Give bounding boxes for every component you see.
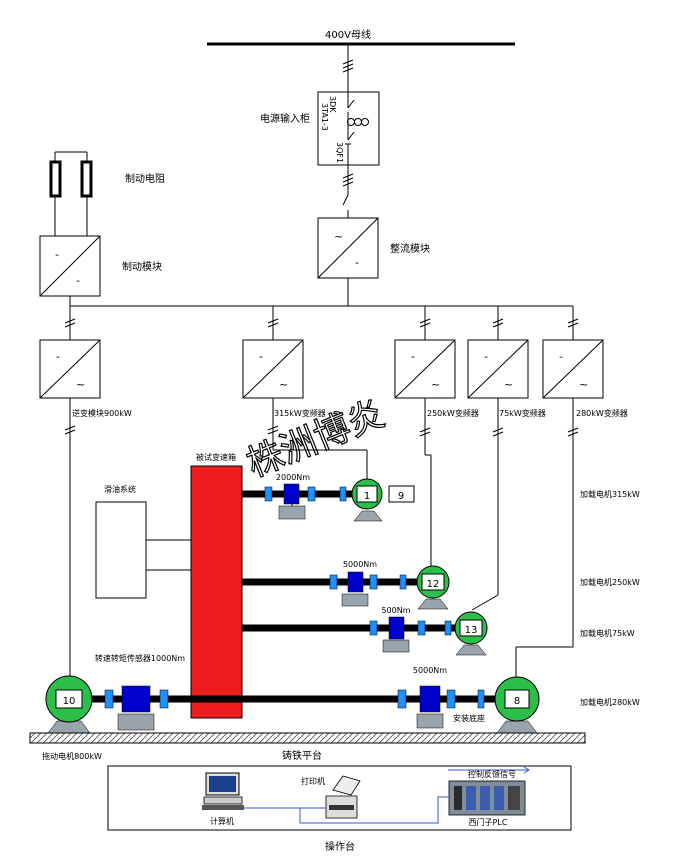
load-label-75kw: 加载电机75kW: [580, 628, 635, 638]
plc-icon: [448, 780, 526, 816]
watermark: 株洲博炎: [241, 393, 390, 485]
inverter-label-315kw: 315kW变频器: [274, 408, 326, 418]
motor-number-10: 10: [63, 696, 76, 707]
console-wiring: [244, 766, 530, 824]
inverter-label-280kw: 280kW变频器: [576, 408, 628, 418]
inverter-label-900kw: 逆变模块900kW: [72, 408, 132, 418]
load-motor-8: 8: [494, 676, 540, 734]
inverter-280kw: -~: [542, 339, 604, 399]
load-motor-13: 13: [454, 611, 488, 656]
svg-text:-: -: [56, 350, 60, 363]
cabinet-code-3: 3QF1: [335, 142, 344, 163]
brake-resistor-label: 制动电阻: [125, 172, 165, 185]
inverter-label-250kw: 250kW变频器: [427, 408, 479, 418]
plc-label: 西门子PLC: [469, 817, 508, 827]
oil-system-label: 滑油系统: [104, 484, 136, 494]
feedback-label: 控制反馈信号: [468, 769, 516, 779]
mount-label: 安装底座: [453, 713, 485, 723]
shaft-line-1: [242, 483, 355, 520]
bus-label: 400V母线: [325, 28, 371, 41]
brake-module: - -: [39, 235, 101, 297]
motor-number-12: 12: [427, 579, 440, 590]
drive-sensor-label: 转速转矩传感器1000Nm: [95, 653, 185, 663]
brake-resistor: [49, 151, 93, 236]
shaft-line-3: [242, 616, 460, 653]
drive-motor-label: 拖动电机800kW: [42, 751, 102, 761]
cabinet-code-2: 3TA1-3: [320, 103, 329, 131]
load-motor-12: 12: [416, 565, 450, 610]
computer-icon: [202, 772, 244, 810]
svg-text:~: ~: [431, 378, 440, 391]
cabinet-label: 电源输入柜: [260, 112, 310, 125]
svg-text:~: ~: [504, 378, 513, 391]
svg-text:-: -: [559, 350, 563, 363]
printer-icon: [325, 775, 361, 819]
svg-text:~: ~: [76, 378, 85, 391]
svg-text:-: -: [411, 350, 415, 363]
console-label: 操作台: [325, 840, 355, 853]
torque-label-1: 2000Nm: [276, 473, 310, 482]
svg-text:~: ~: [334, 230, 343, 243]
platform-label: 铸铁平台: [282, 749, 322, 762]
inverter-75kw: -~: [467, 339, 529, 399]
svg-text:~: ~: [279, 378, 288, 391]
motor-number-13: 13: [465, 625, 478, 636]
svg-text:-: -: [355, 256, 359, 269]
inverter-900kw: -~: [39, 339, 101, 399]
torque-label-4: 5000Nm: [413, 666, 447, 675]
shaft-line-4: [90, 685, 495, 731]
svg-text:~: ~: [579, 378, 588, 391]
inverter-label-75kw: 75kW变频器: [499, 408, 546, 418]
oil-system: [95, 501, 147, 599]
inverter-250kw: -~: [394, 339, 456, 399]
test-gearbox: [190, 465, 243, 719]
svg-text:-: -: [259, 350, 263, 363]
gearbox-label: 被试变速箱: [196, 452, 236, 462]
rectifier-label: 整流模块: [390, 242, 430, 255]
cabinet-code-1: 3DK: [328, 96, 337, 113]
load-label-315kw: 加载电机315kW: [580, 489, 640, 499]
motor-number-8: 8: [514, 696, 520, 707]
load-label-280kw: 加载电机280kW: [580, 697, 640, 707]
motor-tag-9: [388, 485, 415, 503]
torque-label-3: 500Nm: [381, 606, 410, 615]
svg-text:-: -: [55, 248, 59, 261]
cast-iron-platform: [29, 732, 586, 744]
printer-label: 打印机: [301, 776, 325, 786]
shaft-line-2: [242, 571, 420, 607]
torque-label-2: 5000Nm: [343, 560, 377, 569]
cabinet-internals: [345, 92, 369, 165]
svg-text:-: -: [484, 350, 488, 363]
motor-number-9: 9: [398, 491, 404, 502]
inverter-315kw: -~: [242, 339, 304, 399]
drive-motor-10: 10: [45, 675, 93, 734]
svg-text:-: -: [76, 274, 80, 287]
load-label-250kw: 加载电机250kW: [580, 577, 640, 587]
rectifier-module: ~ -: [317, 217, 379, 279]
motor-feeders: [64, 398, 579, 678]
motor-number-1: 1: [364, 491, 370, 502]
computer-label: 计算机: [210, 816, 234, 826]
load-motor-1: 1: [351, 478, 383, 522]
brake-module-label: 制动模块: [122, 260, 162, 273]
